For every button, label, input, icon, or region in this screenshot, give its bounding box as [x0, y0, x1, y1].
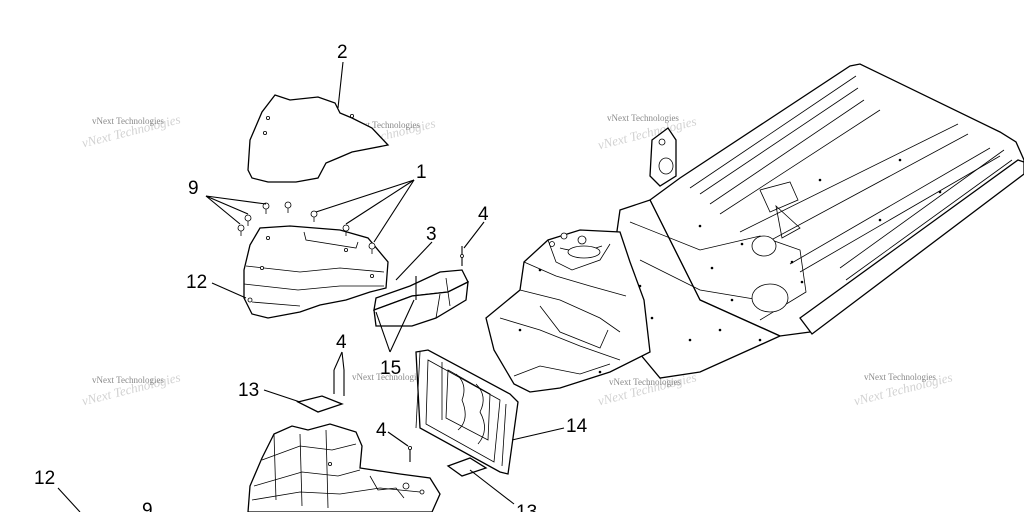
- watermark-5: vNext Technologies vNext Technologies: [80, 369, 182, 408]
- callout-3: 3: [426, 224, 437, 245]
- bracket-plate: [373, 269, 469, 327]
- callout-12-bottom: 12: [34, 468, 55, 489]
- watermark-8: vNext Technologies: [352, 372, 424, 382]
- callout-4-mid: 4: [336, 332, 347, 353]
- rivets: [518, 158, 942, 374]
- svg-text:vNext Technologies: vNext Technologies: [92, 375, 164, 385]
- svg-text:vNext Technologies: vNext Technologies: [92, 116, 164, 126]
- front-frame: [485, 229, 651, 393]
- belly-pan-upper: [247, 94, 390, 183]
- callouts: 2 1 9 3 4 12 4 15 13 4 14 12 9 13: [34, 42, 588, 512]
- svg-text:vNext Technologies: vNext Technologies: [609, 377, 681, 387]
- leader-lines: [57, 61, 565, 512]
- callout-13-left: 13: [238, 380, 259, 401]
- watermark-7: vNext Technologies vNext Technologies: [852, 369, 954, 408]
- bolts-upper: [237, 201, 376, 254]
- svg-text:vNext Technologies: vNext Technologies: [607, 113, 679, 123]
- stud-3: [333, 370, 412, 462]
- watermark-3: vNext Technologies vNext Technologies: [596, 113, 698, 152]
- front-bulkhead: [247, 423, 441, 512]
- callout-1: 1: [416, 162, 427, 183]
- callout-9-top: 9: [188, 178, 199, 199]
- callout-15: 15: [380, 358, 401, 379]
- callout-9-bottom: 9: [142, 500, 153, 512]
- svg-text:vNext Technologies: vNext Technologies: [352, 372, 424, 382]
- svg-text:vNext Technologies: vNext Technologies: [348, 120, 420, 130]
- callout-2: 2: [337, 42, 348, 63]
- perforations: [839, 149, 1013, 281]
- callout-14: 14: [566, 416, 588, 437]
- svg-text:vNext Technologies: vNext Technologies: [864, 372, 936, 382]
- watermark-1: vNext Technologies vNext Technologies: [80, 111, 182, 150]
- callout-4-top: 4: [478, 204, 489, 225]
- belly-pan-lower: [243, 225, 389, 319]
- stud-1: [460, 246, 464, 266]
- chassis-tunnel: [609, 63, 1024, 379]
- callout-13-right: 13: [516, 502, 537, 512]
- callout-4-low: 4: [376, 420, 387, 441]
- pad-13-right: [446, 457, 488, 477]
- callout-12-top: 12: [186, 272, 207, 293]
- frame-panel: [415, 349, 519, 475]
- pad-13-left: [296, 395, 344, 413]
